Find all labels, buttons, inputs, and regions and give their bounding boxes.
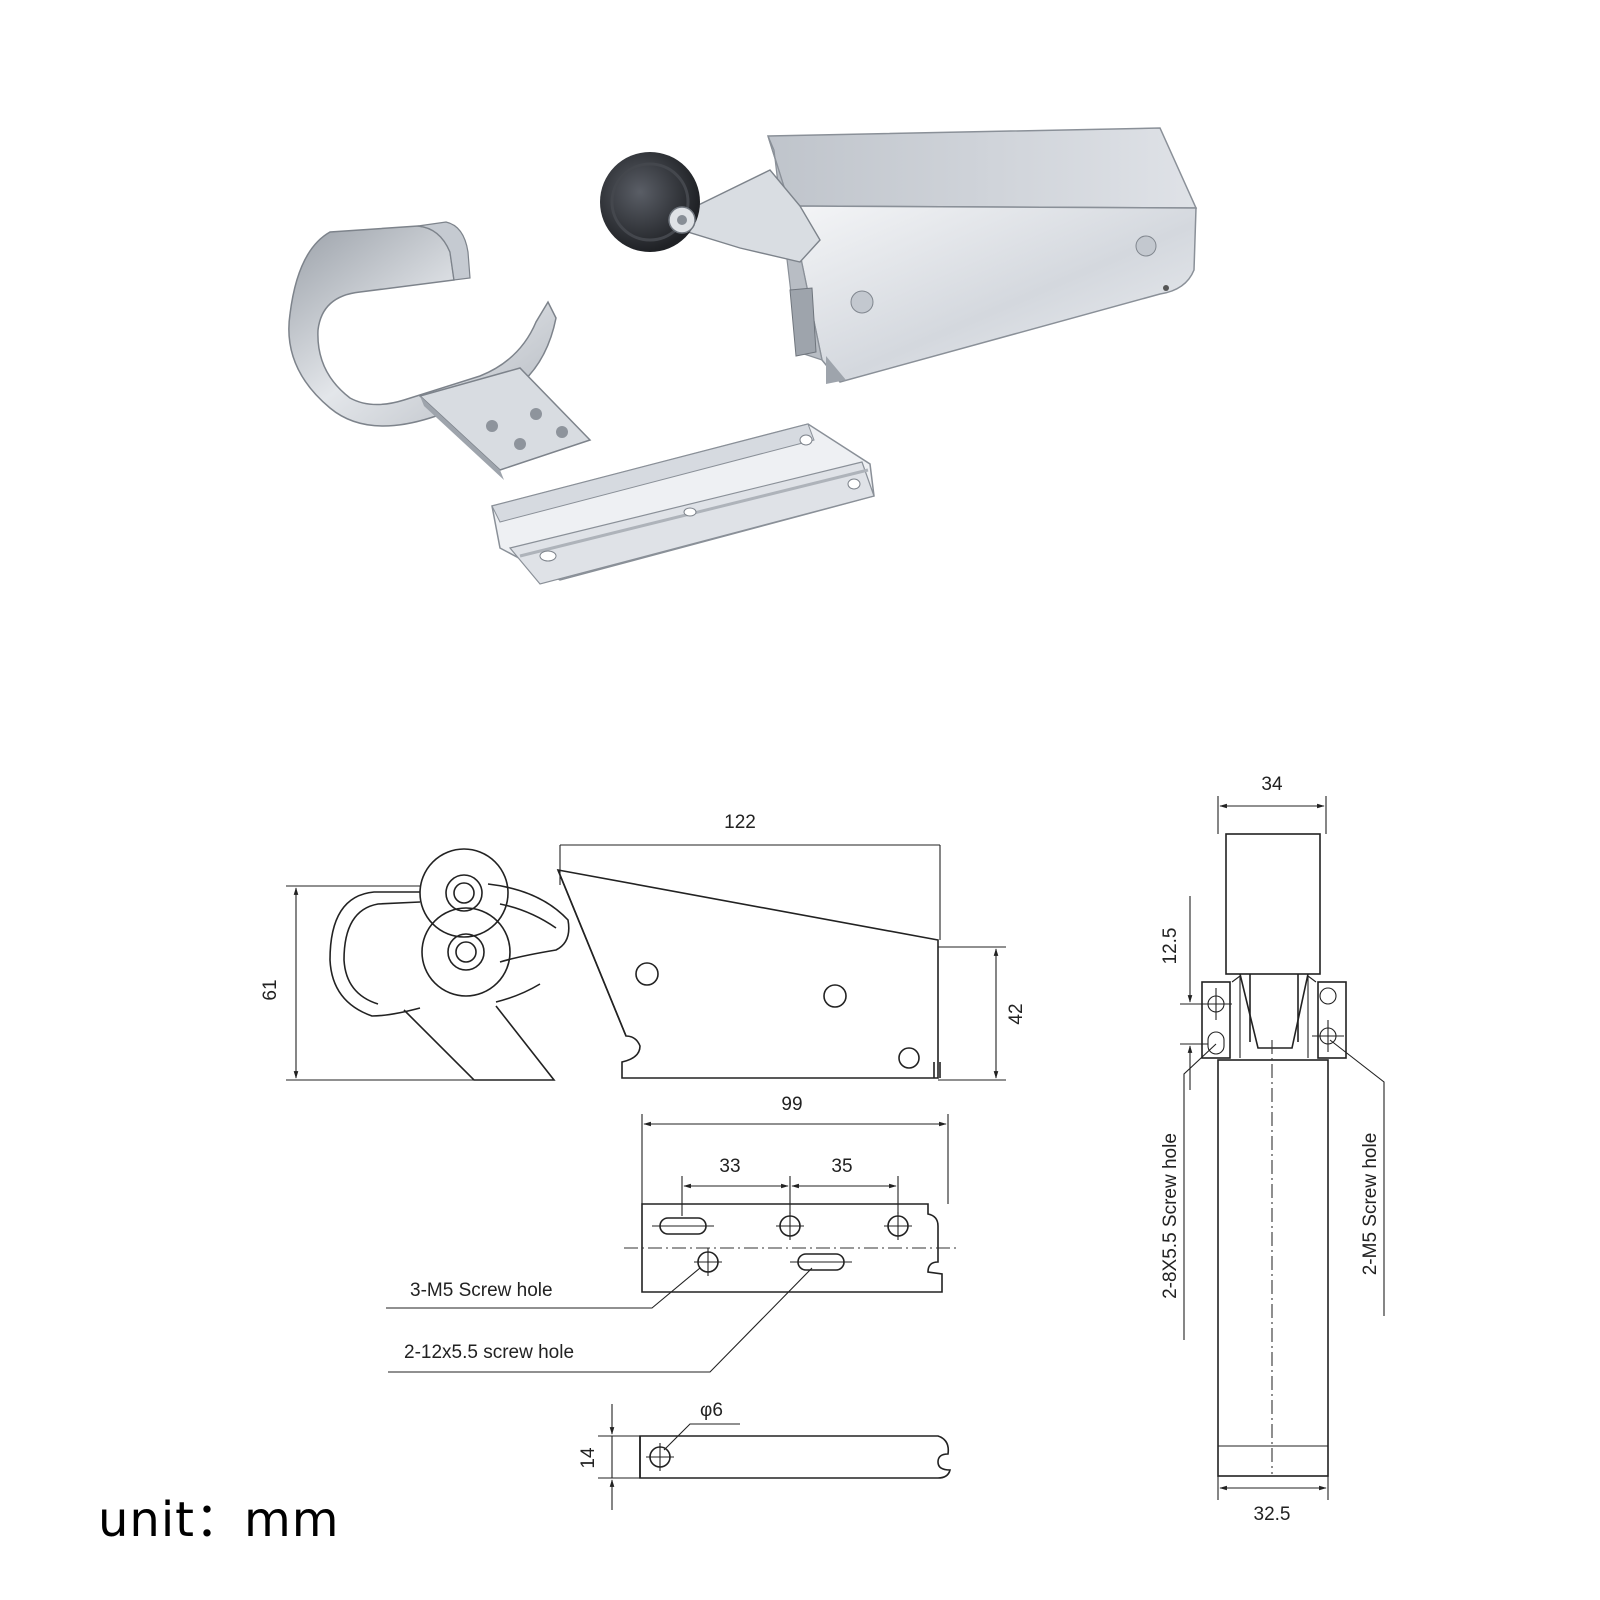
dim-42: 42 bbox=[1006, 1003, 1027, 1024]
bracket-photo bbox=[491, 423, 875, 585]
product-photo bbox=[288, 127, 1198, 585]
dim-32.5: 32.5 bbox=[1254, 1504, 1291, 1525]
callout-2-12x5.5: 2-12x5.5 screw hole bbox=[404, 1342, 574, 1363]
dim-phi6: φ6 bbox=[700, 1400, 723, 1421]
strike-hook-photo bbox=[288, 221, 592, 480]
callout-2-m5: 2-M5 Screw hole bbox=[1360, 1133, 1381, 1276]
dim-122: 122 bbox=[724, 812, 756, 833]
dim-34: 34 bbox=[1261, 774, 1283, 795]
end-view-drawing: 34 32.5 12.5 2-8X5.5 Screw hole 2-M5 Scr… bbox=[1160, 774, 1385, 1525]
strip-view-drawing: φ6 14 bbox=[578, 1400, 952, 1510]
bracket-view-drawing: 99 33 35 3-M5 Screw hole 2-12x5.5 screw … bbox=[386, 1094, 956, 1373]
dim-12.5: 12.5 bbox=[1160, 928, 1181, 965]
dim-14: 14 bbox=[578, 1447, 599, 1469]
side-view-drawing: 122 61 42 bbox=[260, 812, 1027, 1081]
dim-99: 99 bbox=[781, 1094, 802, 1115]
dim-61: 61 bbox=[260, 979, 281, 1000]
dim-33: 33 bbox=[719, 1156, 740, 1177]
dim-35: 35 bbox=[831, 1156, 852, 1177]
callout-3-m5: 3-M5 Screw hole bbox=[410, 1280, 553, 1301]
unit-label: unit：mm bbox=[98, 1492, 340, 1548]
closer-body-photo bbox=[766, 127, 1198, 384]
callout-2-8x5.5: 2-8X5.5 Screw hole bbox=[1160, 1133, 1181, 1299]
roller-arm-photo bbox=[600, 152, 821, 263]
